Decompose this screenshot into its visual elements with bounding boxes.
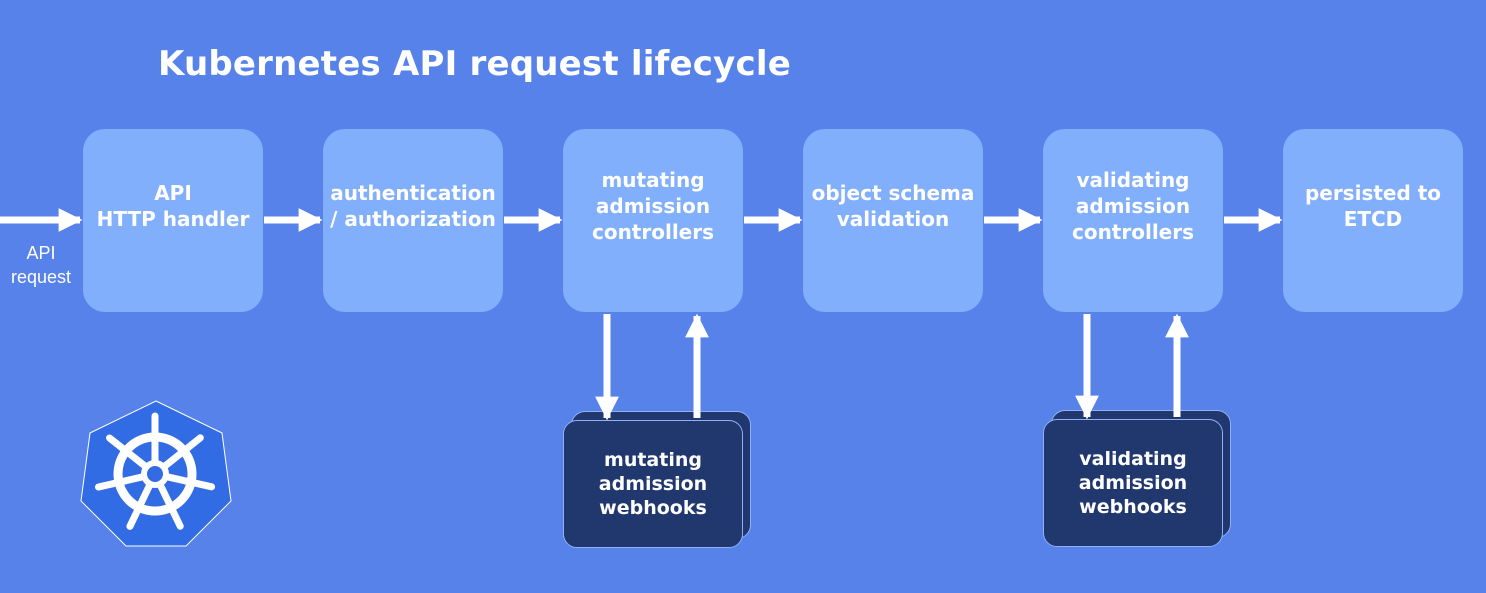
stage-authentication-authorization: authentication / authorization [323,129,503,312]
webhook-stack-validating: validating admission webhooks [1043,410,1231,548]
webhook-stack-mutating: mutating admission webhooks [563,411,751,549]
stage-label: authentication / authorization [330,180,496,231]
stage-object-schema-validation: object schema validation [803,129,983,312]
stage-label: object schema validation [811,180,975,231]
stage-mutating-admission-controllers: mutating admission controllers [563,129,743,312]
logo-heptagon [80,400,232,547]
stage-label: validating admission controllers [1071,167,1195,244]
webhook-mutating-admission-webhooks: mutating admission webhooks [563,420,743,548]
diagram-title: Kubernetes API request lifecycle [158,44,791,84]
stage-label: mutating admission controllers [591,167,715,244]
api-request-label: API request [10,243,72,287]
stage-label: persisted to ETCD [1304,180,1442,231]
helm-wheel-icon [94,412,216,530]
stage-validating-admission-controllers: validating admission controllers [1043,129,1223,312]
kubernetes-logo-icon [80,400,232,547]
webhook-validating-admission-webhooks: validating admission webhooks [1043,419,1223,547]
stage-persisted-to-etcd: persisted to ETCD [1283,129,1463,312]
stage-label: API HTTP handler [96,180,250,231]
webhook-label: validating admission webhooks [1078,448,1188,518]
webhook-label: mutating admission webhooks [598,449,708,519]
stage-api-http-handler: API HTTP handler [83,129,263,312]
